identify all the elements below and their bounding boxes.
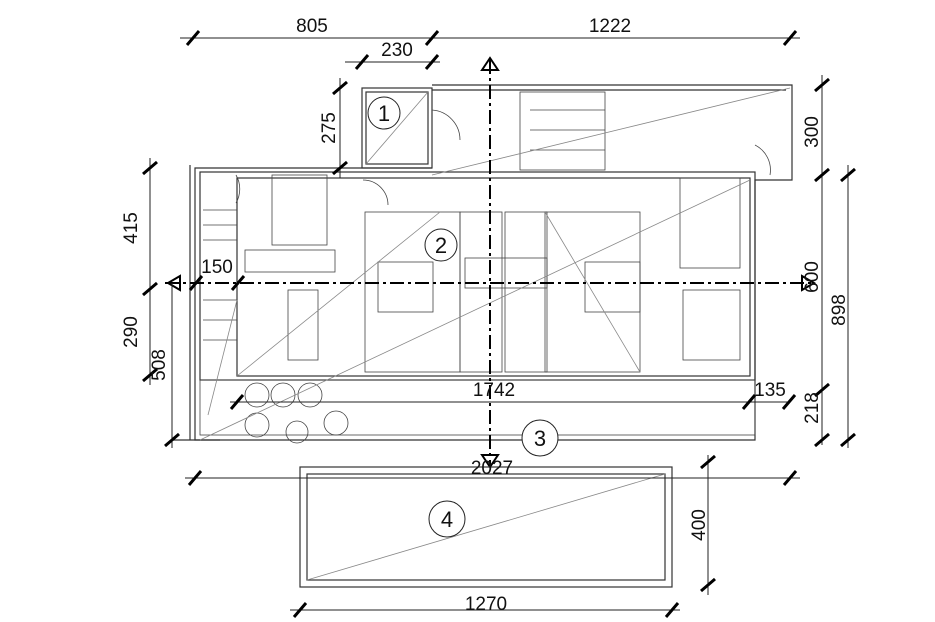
building-outline xyxy=(172,84,793,441)
dim-pool-width: 1270 xyxy=(465,594,507,615)
pool xyxy=(299,466,673,588)
zone-label: 1 xyxy=(378,101,390,126)
dim-right-upper: 300 xyxy=(802,116,823,148)
zone-tag-2: 2 xyxy=(424,228,458,262)
dim-top-left: 805 xyxy=(296,16,328,37)
dimension-lines xyxy=(142,30,856,618)
terrace-furniture xyxy=(244,382,349,444)
zone-label: 4 xyxy=(441,507,453,532)
dim-stair-box-width: 230 xyxy=(381,40,413,61)
dim-interior-width: 1742 xyxy=(473,380,515,401)
dim-right-middle: 600 xyxy=(802,261,823,293)
zone-tag-3: 3 xyxy=(521,419,559,457)
dim-stair-box-height: 275 xyxy=(319,112,340,144)
dim-left-middle: 290 xyxy=(121,316,142,348)
zone-tag-1: 1 xyxy=(367,96,401,130)
dim-pool-height: 400 xyxy=(689,509,710,541)
dim-right-lower: 218 xyxy=(802,392,823,424)
dim-right-total: 898 xyxy=(829,294,850,326)
zone-tag-4: 4 xyxy=(428,500,466,538)
dim-left-offset: 150 xyxy=(201,257,233,278)
dim-top-right: 1222 xyxy=(589,16,631,37)
section-axes xyxy=(165,56,816,469)
void-diagonals xyxy=(199,87,791,441)
zone-label: 3 xyxy=(534,426,546,451)
zone-label: 2 xyxy=(435,233,447,258)
dim-total-width: 2027 xyxy=(471,458,513,479)
dim-left-upper: 415 xyxy=(121,212,142,244)
dim-left-lower: 508 xyxy=(149,349,170,381)
dim-right-offset: 135 xyxy=(754,380,786,401)
interior-rooms xyxy=(203,91,771,373)
